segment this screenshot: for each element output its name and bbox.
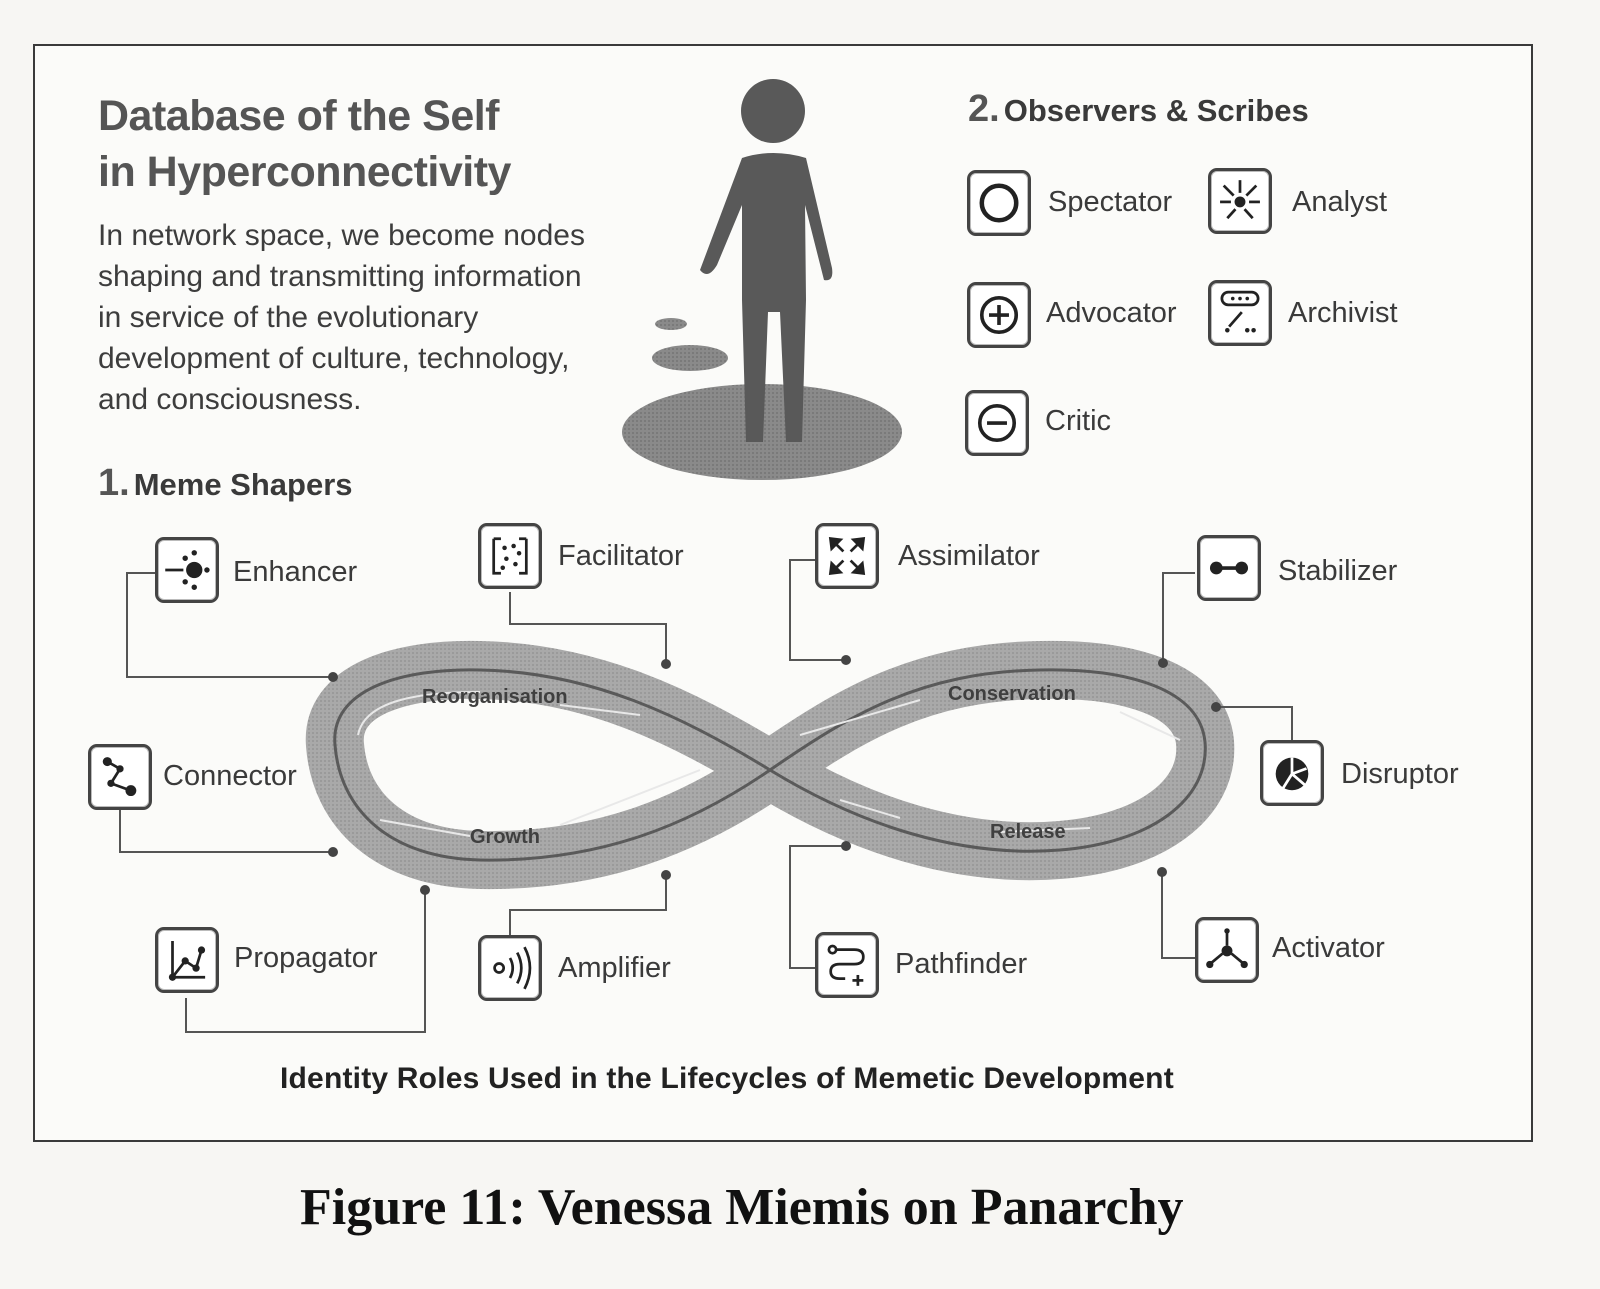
phase-reorganisation: Reorganisation [422, 686, 568, 708]
assimilator-icon [815, 523, 879, 589]
role-stabilizer: Stabilizer [1278, 555, 1398, 587]
role-disruptor: Disruptor [1341, 758, 1459, 790]
facilitator-icon [478, 523, 542, 589]
role-amplifier: Amplifier [558, 952, 671, 984]
role-propagator: Propagator [234, 942, 378, 974]
phase-release: Release [990, 821, 1066, 843]
phase-conservation: Conservation [948, 683, 1076, 705]
role-assimilator: Assimilator [898, 540, 1040, 572]
circle-icon [967, 170, 1031, 236]
pathfinder-icon [815, 932, 879, 998]
section-number: 1. [98, 462, 130, 504]
connector-lines [119, 559, 1293, 1033]
role-facilitator: Facilitator [558, 540, 684, 572]
role-critic: Critic [1045, 405, 1112, 437]
role-pathfinder: Pathfinder [895, 948, 1028, 980]
section-title: Observers & Scribes [1003, 93, 1309, 128]
phase-growth: Growth [470, 826, 540, 848]
enhancer-icon [155, 537, 219, 603]
section-number: 2. [968, 88, 1000, 130]
intro-text: In network space, we become nodes shapin… [98, 215, 698, 420]
title-line: Database of the Self [98, 92, 500, 140]
figure-caption: Figure 11: Venessa Miemis on Panarchy [300, 1179, 1184, 1236]
role-analyst: Analyst [1292, 186, 1388, 218]
role-advocator: Advocator [1046, 297, 1177, 329]
diagram-title: Database of the Self in Hyperconnectivit… [98, 88, 618, 200]
infinity-loop [305, 640, 1235, 890]
stabilizer-icon [1197, 535, 1261, 601]
connector-icon [88, 744, 152, 810]
intro-line: in service of the evolutionary [98, 301, 479, 334]
role-archivist: Archivist [1288, 297, 1398, 329]
connector-dots [328, 655, 1221, 895]
minus-circle-icon [965, 390, 1029, 456]
section-title: Meme Shapers [133, 467, 353, 502]
intro-line: shaping and transmitting information [98, 260, 582, 293]
role-connector: Connector [163, 760, 297, 792]
amplifier-icon [478, 935, 542, 1001]
activator-icon [1195, 917, 1259, 983]
converging-arrows-icon [1208, 168, 1272, 234]
intro-line: development of culture, technology, [98, 342, 570, 375]
archive-icon [1208, 280, 1272, 346]
disruptor-icon [1260, 740, 1324, 806]
role-spectator: Spectator [1048, 186, 1173, 218]
title-line: in Hyperconnectivity [98, 148, 511, 196]
role-activator: Activator [1272, 932, 1385, 964]
person-figure [622, 79, 902, 480]
diagram-caption: Identity Roles Used in the Lifecycles of… [280, 1062, 1174, 1095]
intro-line: and consciousness. [98, 383, 362, 416]
intro-line: In network space, we become nodes [98, 219, 585, 252]
role-enhancer: Enhancer [233, 556, 358, 588]
propagator-icon [155, 927, 219, 993]
section-observers-scribes: 2.Observers & Scribes [968, 88, 1309, 131]
section-meme-shapers: 1.Meme Shapers [98, 462, 353, 505]
plus-circle-icon [967, 282, 1031, 348]
